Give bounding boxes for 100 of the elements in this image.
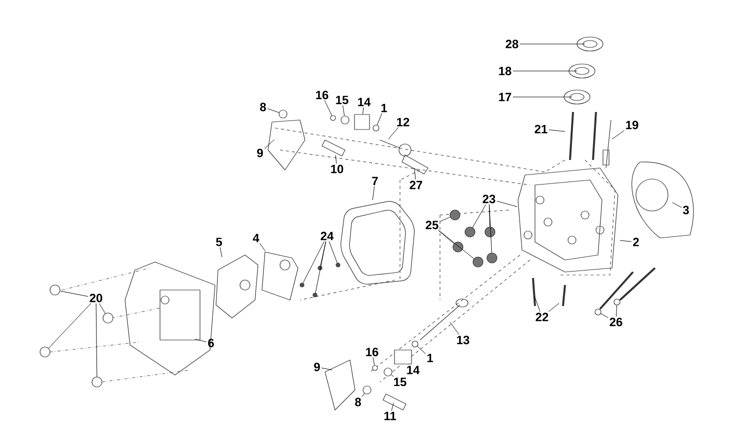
leader-line (264, 139, 275, 149)
leader-line (362, 393, 365, 397)
valve-seal (412, 340, 418, 348)
leader-line (372, 186, 375, 200)
washer (452, 242, 464, 252)
callout-number: 2 (633, 238, 639, 246)
leader-line (321, 368, 332, 370)
callout-number: 23 (482, 194, 496, 204)
callout-number: 25 (426, 220, 438, 230)
leader-line (489, 204, 492, 253)
leader-line (672, 202, 682, 208)
bolt-head (318, 266, 322, 270)
leader-line (220, 247, 222, 258)
spring-clip (330, 115, 336, 121)
leader-line (335, 154, 337, 164)
bolt-head (50, 284, 60, 296)
callout-number: 20 (90, 294, 102, 302)
leader-line (362, 107, 364, 114)
leader-line (328, 241, 338, 264)
callout-number: 27 (410, 180, 422, 190)
leader-line (496, 200, 518, 207)
callout-number: 19 (626, 120, 638, 130)
bolt-head (92, 376, 102, 388)
leader-line (440, 216, 450, 222)
leader-line (324, 100, 332, 116)
bolt-head (336, 262, 340, 268)
callout-number: 9 (257, 148, 263, 158)
callout-number: 24 (320, 232, 334, 240)
bolt-head (614, 298, 620, 306)
leader-line (534, 296, 540, 312)
callout-number: 4 (252, 234, 260, 242)
callout-number: 10 (331, 164, 344, 174)
leader-line (48, 303, 92, 348)
leader-line (267, 108, 280, 113)
callout-number: 15 (394, 378, 406, 386)
callout-number: 9 (314, 362, 320, 372)
leader-line (548, 302, 560, 312)
callout-number: 11 (384, 412, 396, 420)
leader-line (616, 305, 618, 317)
leader-line (302, 241, 324, 284)
leader-line (417, 346, 426, 354)
callout-number: 12 (397, 118, 410, 126)
valve-spring (354, 114, 370, 130)
leader-line (438, 230, 454, 244)
leader-line (372, 357, 375, 366)
callout-number: 13 (457, 336, 470, 344)
callout-number: 1 (381, 104, 387, 112)
leader-line (438, 230, 474, 259)
callout-number: 28 (506, 40, 518, 48)
leader-line (600, 313, 608, 318)
callout-number: 3 (682, 206, 689, 214)
callout-number: 22 (536, 312, 548, 322)
clip-ring (278, 110, 288, 118)
spring-clip (372, 365, 378, 371)
callout-number: 14 (407, 366, 420, 374)
callout-number: 8 (260, 102, 266, 112)
callout-number: 7 (372, 176, 378, 186)
callout-number: 8 (355, 398, 361, 406)
leader-line (96, 303, 98, 377)
callout-number: 1 (427, 354, 433, 362)
callout-number: 17 (499, 92, 512, 102)
bolt-head (300, 282, 304, 288)
washer (486, 252, 498, 264)
leader-line (450, 322, 460, 335)
callout-number: 6 (208, 338, 214, 348)
bolt-head (312, 292, 318, 298)
leader-line (512, 96, 572, 98)
callout-number: 15 (336, 96, 348, 104)
leader-line (260, 243, 266, 252)
callout-number: 16 (366, 348, 378, 356)
leader-line (620, 240, 632, 242)
washer (450, 210, 460, 220)
leader-line (391, 374, 394, 377)
leader-line (315, 241, 326, 293)
bolt-head (102, 312, 114, 324)
leader-line (391, 402, 394, 411)
leader-line (388, 127, 399, 140)
leader-line (414, 168, 416, 180)
leader-line (548, 130, 566, 132)
leader-line (612, 130, 625, 140)
spring-retainer (384, 368, 392, 376)
leader-line (194, 338, 207, 342)
leader-line (376, 113, 382, 126)
washer (472, 256, 484, 268)
leader-line (342, 105, 345, 116)
leader-line (60, 290, 88, 297)
clip-ring (362, 386, 372, 394)
callout-number: 16 (316, 90, 328, 100)
washer (464, 226, 476, 238)
valve-spring (394, 350, 412, 364)
callout-number: 14 (358, 98, 371, 106)
callout-number: 5 (216, 238, 222, 246)
callout-number: 26 (610, 318, 622, 326)
leader-line (99, 303, 106, 314)
washer (484, 226, 496, 238)
callout-number: 21 (534, 124, 548, 134)
leader-line (472, 204, 486, 228)
bolt-head (40, 346, 50, 358)
bolt-head (594, 308, 602, 316)
valve-seal (372, 124, 380, 132)
